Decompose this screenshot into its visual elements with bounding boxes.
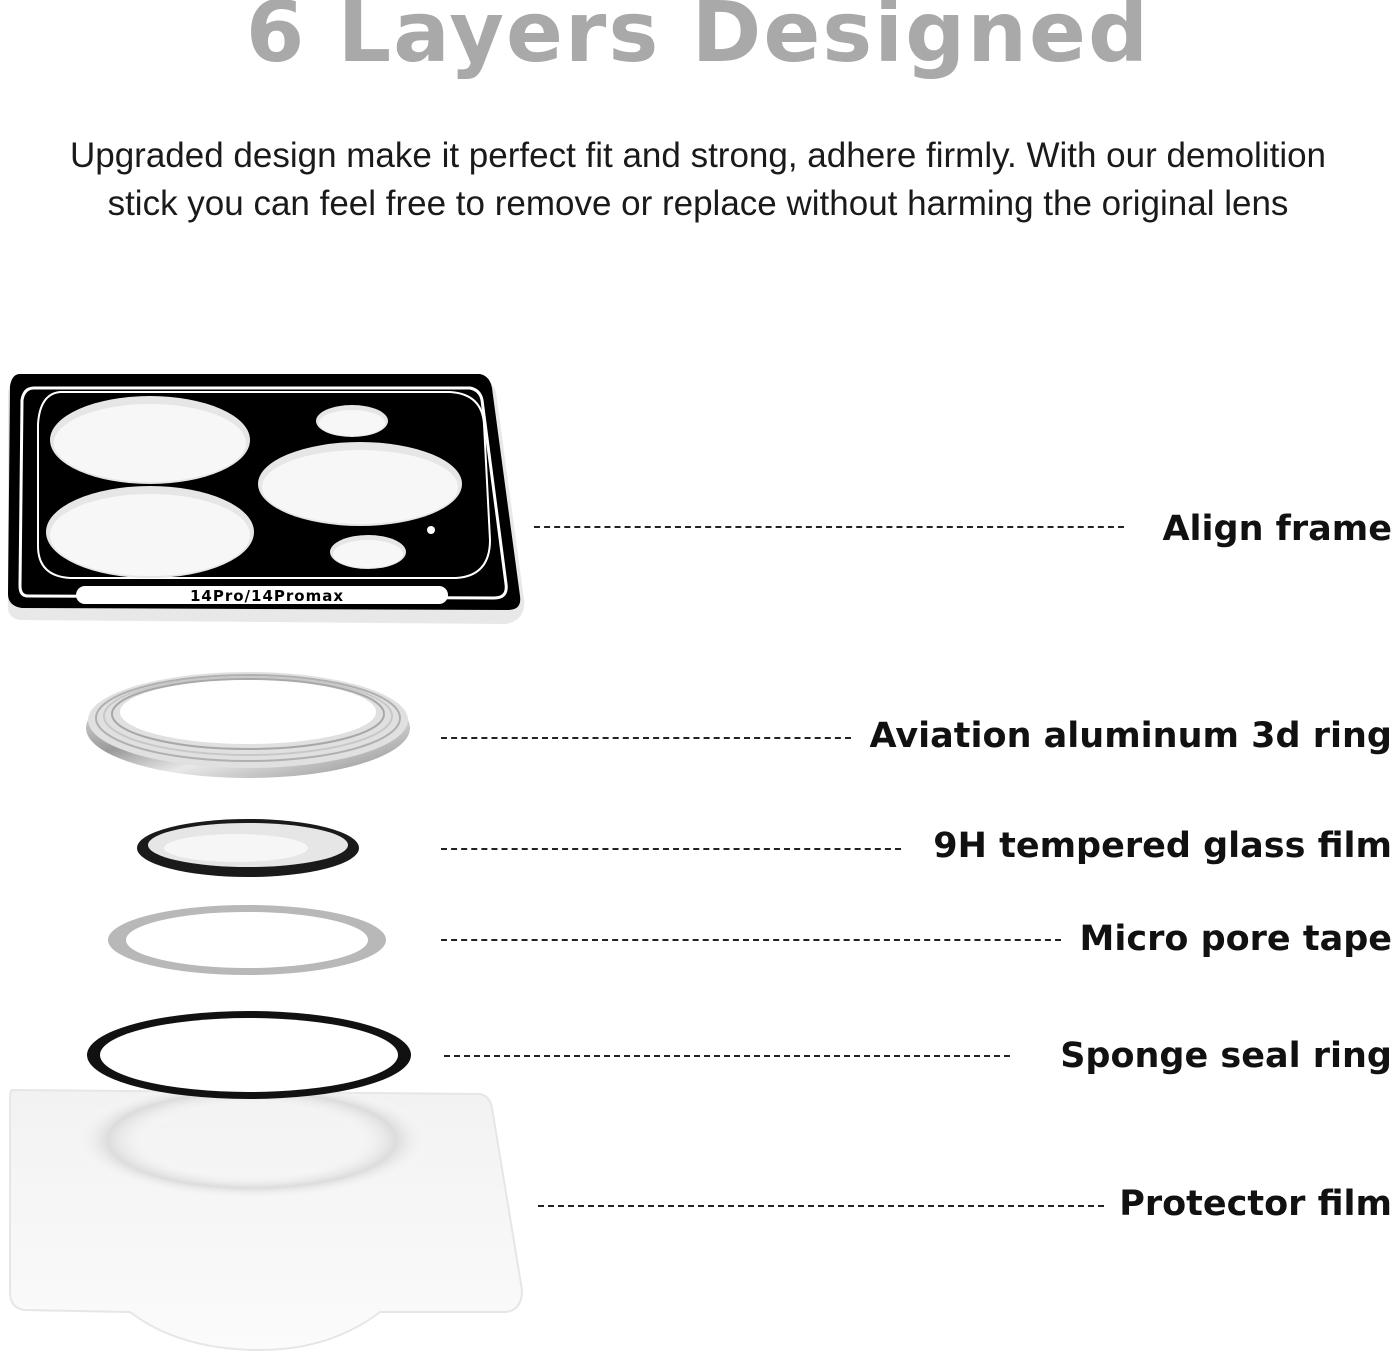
layer-label-sponge-seal-ring: Sponge seal ring <box>1060 1036 1392 1076</box>
leader-line-glass-film <box>441 848 901 850</box>
leader-line-aluminum-ring <box>441 737 851 739</box>
subtitle-line-2: stick you can feel free to remove or rep… <box>107 184 1289 223</box>
page-title: 6 Layers Designed <box>245 0 1151 81</box>
sponge-seal-ring-icon <box>87 1011 411 1099</box>
layer-label-align-frame: Align frame <box>1162 509 1392 549</box>
glass-film-icon <box>137 819 359 877</box>
aluminum-ring-icon <box>86 672 410 778</box>
micro-pore-tape-icon <box>108 905 386 975</box>
frame-model-text: 14Pro/14Promax <box>190 587 344 605</box>
leader-line-micro-pore-tape <box>441 939 1061 941</box>
layer-label-micro-pore-tape: Micro pore tape <box>1079 919 1393 959</box>
leader-line-protector-film <box>538 1205 1104 1207</box>
layer-label-glass-film: 9H tempered glass film <box>933 826 1392 866</box>
align-frame-icon: 14Pro/14Promax <box>7 374 525 624</box>
subtitle: Upgraded design make it perfect fit and … <box>0 132 1396 228</box>
subtitle-line-1: Upgraded design make it perfect fit and … <box>69 136 1327 175</box>
leader-line-sponge-seal-ring <box>444 1055 1010 1057</box>
layer-label-aluminum-ring: Aviation aluminum 3d ring <box>869 716 1392 756</box>
layer-label-protector-film: Protector film <box>1119 1184 1392 1224</box>
protector-film-icon <box>9 1080 524 1352</box>
leader-line-align-frame <box>534 526 1124 528</box>
